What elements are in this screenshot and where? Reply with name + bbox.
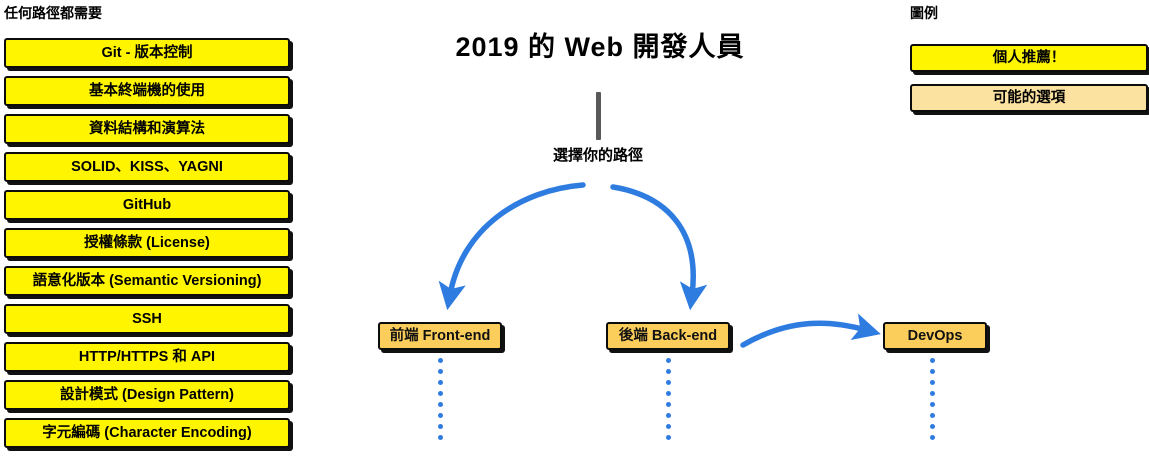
trail-dot — [665, 402, 671, 407]
trail-dot — [665, 391, 671, 396]
node-box-front-end[interactable]: 前端 Front-end — [378, 322, 502, 350]
skill-box-label: Git - 版本控制 — [101, 45, 193, 61]
skill-box-github[interactable]: GitHub — [4, 190, 290, 220]
arrow-root-to-backend — [610, 184, 708, 311]
skill-box-solid-kiss-yagni[interactable]: SOLID、KISS、YAGNI — [4, 152, 290, 182]
trail-dot — [929, 369, 935, 374]
trail-dot — [665, 369, 671, 374]
legend-heading: 圖例 — [910, 5, 938, 21]
trail-dot — [665, 358, 671, 363]
node-box-back-end[interactable]: 後端 Back-end — [606, 322, 730, 350]
trail-dot — [929, 358, 935, 363]
trail-dot — [929, 424, 935, 429]
node-box-label: 前端 Front-end — [389, 328, 491, 344]
legend-item-label: 個人推薦！ — [992, 50, 1066, 66]
page-title: 2019 的 Web 開發人員 — [455, 32, 745, 62]
left-column-heading: 任何路徑都需要 — [4, 5, 102, 21]
trail-dot — [929, 402, 935, 407]
trail-dot — [437, 402, 443, 407]
dot-trail-devops — [929, 358, 935, 446]
skill-box-label: GitHub — [122, 197, 172, 213]
skill-box-label: HTTP/HTTPS 和 API — [78, 349, 216, 365]
arrow-root-to-frontend — [438, 182, 586, 311]
node-box-label: DevOps — [907, 328, 963, 344]
arrow-backend-to-devops — [740, 313, 881, 348]
skill-box-label: 設計模式 (Design Pattern) — [59, 387, 234, 403]
skill-box-terminal[interactable]: 基本終端機的使用 — [4, 76, 290, 106]
skill-box-design-pattern[interactable]: 設計模式 (Design Pattern) — [4, 380, 290, 410]
trail-dot — [929, 413, 935, 418]
legend-item-recommended: 個人推薦！ — [910, 44, 1148, 72]
trail-dot — [437, 424, 443, 429]
node-box-label: 後端 Back-end — [618, 328, 718, 344]
skill-box-ssh[interactable]: SSH — [4, 304, 290, 334]
skill-box-label: 字元編碼 (Character Encoding) — [42, 425, 252, 441]
dot-trail-back-end — [665, 358, 671, 446]
dot-trail-front-end — [437, 358, 443, 446]
left-column-skill-list: Git - 版本控制 基本終端機的使用 資料結構和演算法 SOLID、KISS、… — [4, 38, 290, 456]
skill-box-label: SSH — [132, 311, 162, 327]
skill-box-git[interactable]: Git - 版本控制 — [4, 38, 290, 68]
trail-dot — [665, 435, 671, 440]
skill-box-label: 資料結構和演算法 — [89, 121, 205, 137]
trail-dot — [437, 435, 443, 440]
legend-item-label: 可能的選項 — [992, 90, 1066, 106]
root-stem-connector — [596, 92, 601, 140]
trail-dot — [437, 413, 443, 418]
choose-path-label: 選擇你的路徑 — [552, 147, 643, 164]
skill-box-label: SOLID、KISS、YAGNI — [71, 159, 223, 175]
trail-dot — [437, 380, 443, 385]
trail-dot — [437, 358, 443, 363]
skill-box-character-encoding[interactable]: 字元編碼 (Character Encoding) — [4, 418, 290, 448]
trail-dot — [929, 391, 935, 396]
trail-dot — [665, 413, 671, 418]
trail-dot — [437, 369, 443, 374]
skill-box-label: 授權條款 (License) — [84, 235, 210, 251]
skill-box-semantic-versioning[interactable]: 語意化版本 (Semantic Versioning) — [4, 266, 290, 296]
legend-item-optional: 可能的選項 — [910, 84, 1148, 112]
skill-box-license[interactable]: 授權條款 (License) — [4, 228, 290, 258]
trail-dot — [929, 435, 935, 440]
trail-dot — [665, 380, 671, 385]
skill-box-data-structures[interactable]: 資料結構和演算法 — [4, 114, 290, 144]
skill-box-label: 基本終端機的使用 — [89, 83, 205, 99]
trail-dot — [929, 380, 935, 385]
trail-dot — [665, 424, 671, 429]
skill-box-http-api[interactable]: HTTP/HTTPS 和 API — [4, 342, 290, 372]
node-box-devops[interactable]: DevOps — [883, 322, 987, 350]
trail-dot — [437, 391, 443, 396]
skill-box-label: 語意化版本 (Semantic Versioning) — [32, 273, 262, 289]
